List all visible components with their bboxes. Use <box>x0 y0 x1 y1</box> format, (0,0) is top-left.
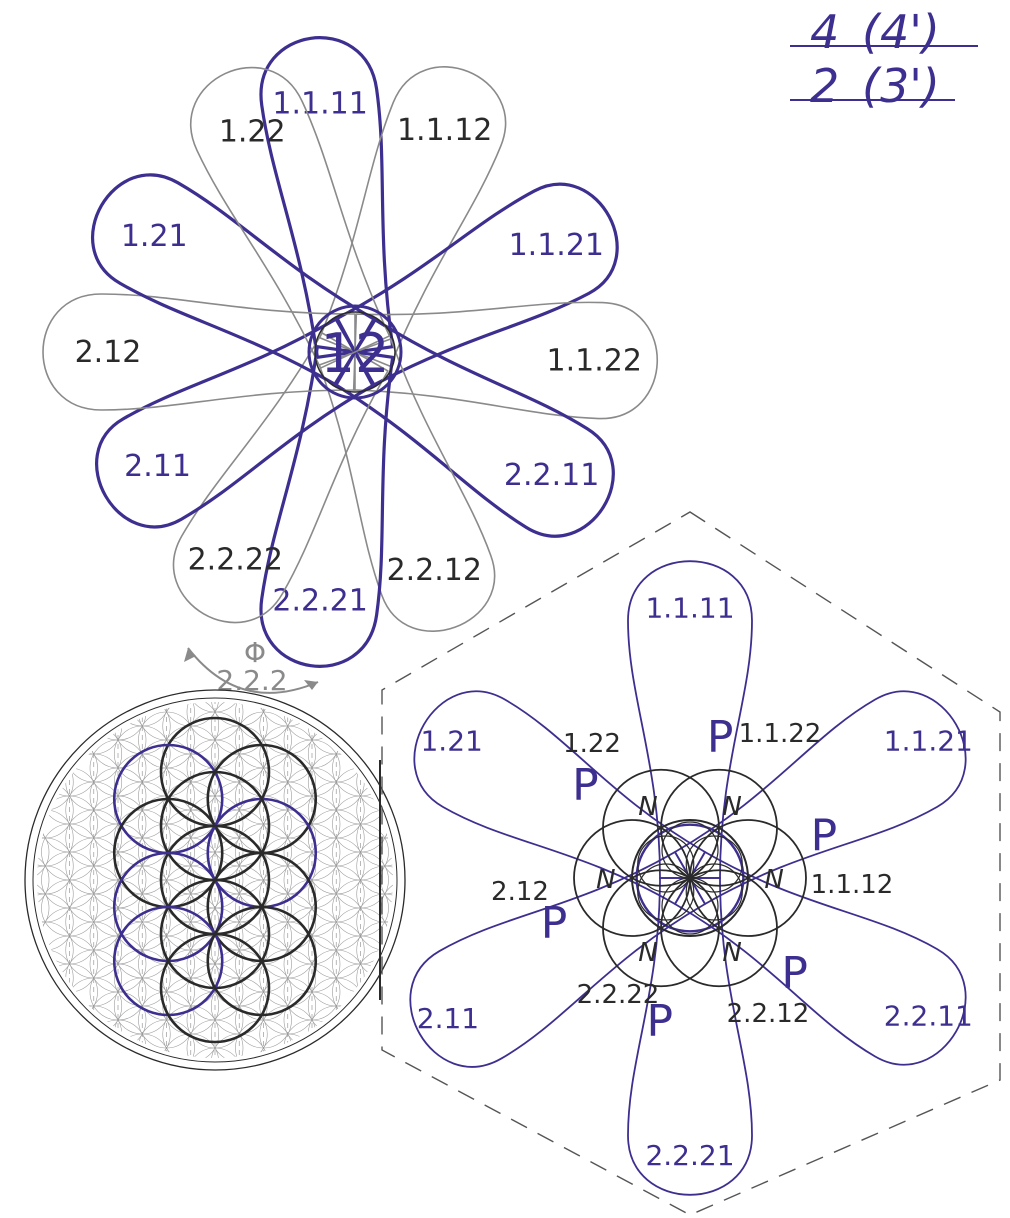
fol-small-circle <box>357 922 413 978</box>
note-arrow-right <box>304 680 318 690</box>
hex-petal-outline <box>659 824 987 1085</box>
hex-petal-label: 1.1.21 <box>884 724 973 757</box>
hex-n-label: 2.12 <box>491 877 549 907</box>
hex-n-label: 2.2.12 <box>727 999 810 1029</box>
top-petal-label: 1.21 <box>121 219 188 254</box>
hex-petal-label: 2.2.11 <box>884 1000 973 1033</box>
fol-small-circle <box>17 922 73 978</box>
fol-small-circle <box>357 754 413 810</box>
fol-small-circle <box>66 1006 122 1062</box>
fol-small-circle <box>284 1020 340 1076</box>
top-center-label: 12 <box>321 322 390 385</box>
top-petal-label: 1.22 <box>219 115 286 150</box>
hex-n-label: 1.1.12 <box>811 870 894 900</box>
corner-table: 4 (4') 2 (3') <box>790 5 978 113</box>
top-petal-label: 2.11 <box>124 449 191 484</box>
fol-small-circle <box>187 1048 243 1104</box>
top-petal-label: 1.1.11 <box>272 87 367 122</box>
hex-petal-label: 1.21 <box>420 724 482 757</box>
note-label: 2.2.2 <box>216 664 287 697</box>
hex-n-letter: N <box>638 792 657 822</box>
hex-n-letter: N <box>764 865 783 895</box>
fol-small-circle <box>90 684 146 740</box>
hex-petal-outline <box>393 671 721 932</box>
hex-n-label: 2.2.22 <box>577 980 660 1010</box>
hex-n-label: 1.1.22 <box>739 719 822 749</box>
fol-small-circle <box>17 782 73 838</box>
hex-petal-label: 2.11 <box>417 1002 479 1035</box>
hex-petal-6 <box>393 671 721 932</box>
table-r2-right: (3') <box>862 59 940 113</box>
hex-n-label: 1.22 <box>563 729 621 759</box>
top-petal-label: 2.2.11 <box>504 458 599 493</box>
hex-n-letter: N <box>722 938 741 968</box>
table-r1-right: (4') <box>862 5 940 59</box>
top-petal-label: 1.1.22 <box>547 343 642 378</box>
top-petal-label: 2.2.22 <box>188 542 283 577</box>
top-petal-label: 2.12 <box>75 335 142 370</box>
fol-small-circle <box>284 684 340 740</box>
hex-n-letter: N <box>596 865 615 895</box>
fol-small-circle <box>381 852 437 908</box>
hex-petal-label: 2.2.21 <box>645 1139 734 1172</box>
hex-petal-5 <box>389 824 721 1087</box>
table-r1-left: 4 <box>810 5 839 59</box>
fol-small-circle <box>381 880 437 936</box>
fol-small-circle <box>308 1006 364 1062</box>
table-r2-left: 2 <box>810 59 839 113</box>
fol-small-circle <box>381 824 437 880</box>
hex-petal-p: P <box>572 760 599 811</box>
top-petal-label: 2.2.21 <box>272 583 367 618</box>
fol-small-circle <box>308 698 364 754</box>
top-petal-label: 2.2.12 <box>387 553 482 588</box>
flower-top: 1.1.11 1.1.12 1.1.21 1.1.22 2.2.11 2.2.12 2.2.… <box>43 30 659 697</box>
fol-small-circle <box>17 950 73 1006</box>
hex-n-letter: N <box>638 938 657 968</box>
hex-petal-outline <box>389 824 721 1087</box>
hex-petal-p: P <box>781 948 808 999</box>
fol-small-circle <box>90 1020 146 1076</box>
top-petal-label: 1.1.21 <box>509 228 604 263</box>
fol-small-circle <box>66 698 122 754</box>
hex-petal-p: P <box>811 810 838 861</box>
hex-n-letter: N <box>722 792 741 822</box>
flower-of-life <box>0 656 437 1104</box>
hex-petal-3 <box>659 824 987 1085</box>
top-petal-label: 1.1.12 <box>397 113 492 148</box>
note-arrow-left <box>184 648 196 662</box>
fol-small-circle <box>357 950 413 1006</box>
hex-petal-label: 1.1.11 <box>645 591 734 624</box>
hex-petal-p: P <box>707 712 734 763</box>
fol-small-circle <box>357 782 413 838</box>
fol-small-circle <box>17 754 73 810</box>
